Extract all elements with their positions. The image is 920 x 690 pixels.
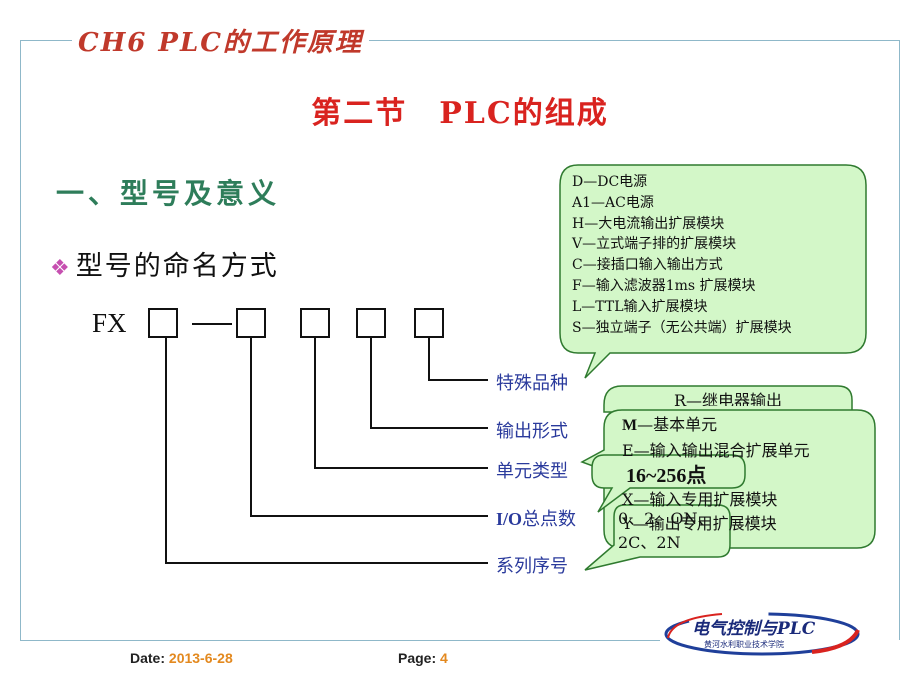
line-special [428, 338, 488, 381]
unit-type-x-line: X—输入专用扩展模块 [622, 490, 778, 509]
footer-date-label: Date: [130, 650, 166, 666]
footer-page-label: Page: [398, 650, 437, 666]
code-item: L—TTL输入扩展模块 [572, 298, 708, 315]
output-form-text: R—继电器输出 [674, 392, 783, 406]
unit-type-m-code: M [622, 417, 638, 434]
logo-subtitle: 黄河水利职业技术学院 [704, 640, 784, 649]
callout-series-shape [584, 504, 731, 571]
model-prefix: FX [92, 308, 127, 338]
bracket-lines [165, 338, 488, 564]
footer-date-value: 2013-6-28 [168, 650, 233, 666]
label-series-no: 系列序号 [496, 556, 568, 577]
model-box-series [148, 308, 178, 338]
callout-special-shape [559, 164, 867, 379]
line-series [165, 338, 488, 564]
chapter-title: CH6 PLC的工作原理 [72, 22, 369, 59]
model-box-output [356, 308, 386, 338]
unit-type-e-line: E—输入输出混合扩展单元 [622, 441, 810, 460]
callout-io-range-shape [591, 454, 746, 513]
logo-title: 电气控制与PLC [692, 619, 816, 639]
code-item: A1—AC电源 [572, 194, 654, 211]
footer-page: Page: 4 [398, 650, 448, 666]
footer-page-value: 4 [440, 650, 448, 666]
frame-right-line [899, 40, 900, 640]
line-output [370, 338, 488, 429]
bullet-text: 型号的命名方式 [75, 251, 279, 282]
unit-type-m-line: M—基本单元 [622, 413, 717, 438]
heading-model-meaning: 一、型号及意义 [56, 177, 281, 210]
course-logo: 电气控制与PLC 黄河水利职业技术学院 [662, 608, 862, 660]
model-box-special [414, 308, 444, 338]
frame-bottom-line [20, 640, 660, 641]
model-box-io [236, 308, 266, 338]
label-special-variety: 特殊品种 [496, 373, 568, 394]
code-item: S—独立端子（无公共端）扩展模块 [572, 319, 792, 336]
footer-date: Date: 2013-6-28 [130, 650, 233, 666]
label-output-form: 输出形式 [496, 421, 568, 442]
code-item: F—输入滤波器1ms 扩展模块 [572, 277, 756, 294]
series-line-1: 0、2、ON、 [618, 509, 714, 528]
bullet-naming-method: ❖型号的命名方式 [50, 244, 279, 283]
line-io [250, 338, 488, 517]
frame-top-line [20, 40, 900, 41]
label-io-prefix: I/O [496, 509, 523, 529]
frame-left-line [20, 40, 21, 640]
model-box-unit [300, 308, 330, 338]
special-variety-code-list: D—DC电源 A1—AC电源 H—大电流输出扩展模块 V—立式端子排的扩展模块 … [572, 172, 792, 338]
section-title: 第二节 PLC的组成 [311, 96, 609, 131]
label-io-suffix: 总点数 [522, 509, 577, 530]
callout-shapes [559, 164, 876, 571]
code-item: H—大电流输出扩展模块 [572, 215, 725, 232]
series-line-2: 2C、2N [618, 533, 681, 552]
model-dash [192, 323, 232, 325]
unit-type-m-text: —基本单元 [637, 415, 718, 434]
unit-type-y-line: Y—输出专用扩展模块 [622, 514, 777, 533]
code-item: C—接插口输入输出方式 [572, 257, 723, 274]
io-range-text: 16~256点 [626, 465, 707, 487]
logo-swoosh-icon [664, 612, 860, 656]
label-unit-type: 单元类型 [496, 461, 568, 482]
code-item: D—DC电源 [572, 174, 648, 190]
code-item: V—立式端子排的扩展模块 [572, 236, 737, 253]
diamond-bullet-icon: ❖ [50, 256, 72, 281]
line-unit [314, 338, 488, 469]
label-io-total: I/O总点数 [496, 505, 576, 531]
